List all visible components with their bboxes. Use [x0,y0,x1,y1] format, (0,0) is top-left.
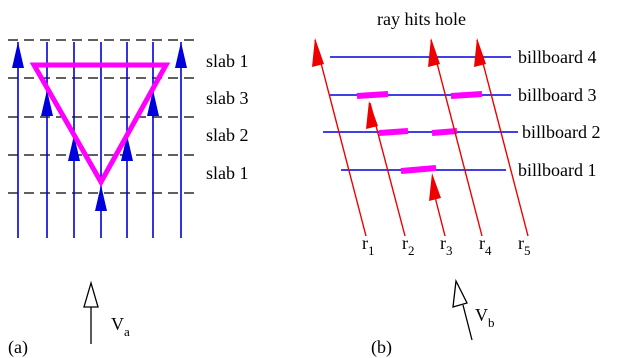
blue-arrowhead [12,42,24,68]
texture-segment [400,165,437,174]
blue-arrowhead [68,135,80,161]
ray [433,192,446,237]
arrowheads-b [312,38,486,201]
ray-labels: r1 r2 r3 r4 r5 [362,233,531,258]
panel-b-title: ray hits hole [377,9,466,29]
billboard-label: billboard 4 [518,47,597,67]
panel-a: slab 1 slab 3 slab 2 slab 1 Va (a) [8,39,249,358]
arrowheads-a [12,42,187,211]
ray-label: r5 [518,233,531,258]
slab-label: slab 2 [206,125,249,145]
slab-label: slab 3 [206,88,249,108]
view-label-b: Vb [475,305,495,330]
view-direction-a [83,280,99,344]
view-arrow-shaft [462,304,473,341]
panel-caption-b: (b) [371,337,392,358]
billboards [323,56,518,171]
blue-arrowhead [175,42,187,68]
ray-label: r3 [440,233,453,258]
red-arrowhead [474,38,486,67]
blue-arrowhead [95,185,107,211]
texture-segments [356,91,483,174]
red-arrowhead [428,38,440,67]
ray [476,39,529,237]
blue-arrowhead [121,135,133,161]
slab-label: slab 1 [206,163,249,183]
panel-b: ray hits hole billboard 4 billboard 3 bi… [312,9,601,358]
view-arrow-head [83,280,99,308]
texture-segment [450,91,483,99]
slab-label: slab 1 [206,51,249,71]
rays-b [314,39,529,237]
view-label-a: Va [111,314,130,339]
billboard-label: billboard 1 [518,160,597,180]
billboard-label: billboard 2 [522,122,601,142]
ray-label: r2 [402,233,415,258]
texture-segment [431,128,458,136]
red-arrowhead [429,173,441,201]
ray [430,39,483,237]
object-triangle [29,62,171,188]
ray-label: r4 [479,233,492,258]
texture-segment [378,128,409,136]
ray-label: r1 [362,233,375,258]
view-direction-b [452,278,473,341]
red-arrowhead [366,101,378,129]
billboard-label: billboard 3 [518,85,597,105]
panel-caption-a: (a) [8,337,28,358]
texture-segment [356,91,389,99]
view-arrow-head [452,278,468,308]
ray [314,39,367,237]
blue-arrowhead [147,90,159,116]
red-arrowhead [312,38,324,67]
blue-arrowhead [41,90,53,116]
